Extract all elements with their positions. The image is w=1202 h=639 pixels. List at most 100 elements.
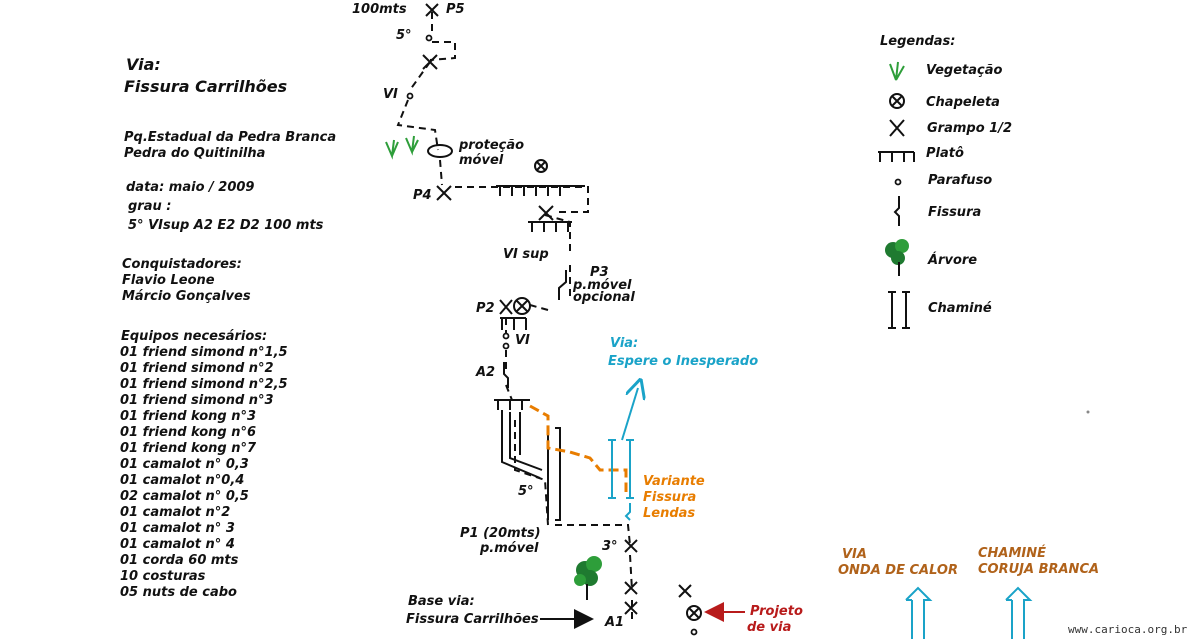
cyan-chimney <box>608 439 616 499</box>
variant-label: Variante <box>643 474 705 489</box>
staple-icon <box>436 185 452 201</box>
ledge-icon <box>878 151 915 162</box>
other-via-label: Via: <box>610 336 639 351</box>
movable-protection-icon <box>427 144 453 158</box>
grade-label-5b: 5° <box>518 484 534 499</box>
tree-icon <box>885 239 909 276</box>
via-label: Via: <box>126 55 161 74</box>
belay-p2-label: P2 <box>476 301 495 316</box>
equipment-item: 02 camalot n° 0,5 <box>120 489 249 504</box>
belay-p1-label: P1 (20mts) <box>460 526 541 541</box>
base-label: Fissura Carrilhões <box>406 612 539 627</box>
route-line <box>629 554 633 591</box>
staple-icon <box>425 3 439 17</box>
bolt-hanger-icon <box>534 159 548 173</box>
equipment-item: 05 nuts de cabo <box>120 585 237 600</box>
grade-label-3: 3° <box>602 539 618 554</box>
belay-p5-label: P5 <box>446 2 465 17</box>
route-line <box>429 41 456 61</box>
chimney-wall <box>501 410 541 479</box>
cyan-chimney <box>626 439 634 499</box>
route-line <box>455 186 589 213</box>
staple-icon <box>538 205 554 221</box>
aid-a1-label: A1 <box>605 615 625 630</box>
equipment-item: 01 friend kong n°3 <box>120 409 257 424</box>
coruja-arrow-icon <box>1005 586 1033 639</box>
cyan-crack <box>624 503 631 521</box>
via-coruja-label: CORUJA BRANCA <box>978 562 1100 577</box>
vegetation-icon <box>385 139 399 160</box>
grade-label: grau : <box>128 199 172 214</box>
protection-label: proteção <box>459 138 525 153</box>
staple-icon <box>624 601 638 615</box>
conquerors-label: Conquistadores: <box>122 257 242 272</box>
staple-icon <box>624 539 638 553</box>
chimney-icon <box>888 291 910 329</box>
project-label: de via <box>747 620 792 635</box>
vegetation-icon <box>405 135 419 156</box>
p3-note: opcional <box>573 290 635 305</box>
belay-p3-label: P3 <box>590 265 609 280</box>
equipment-item: 01 friend simond n°2 <box>120 361 274 376</box>
grade: 5° VIsup A2 E2 D2 100 mts <box>128 218 324 233</box>
legend-label-crack: Fissura <box>928 205 982 220</box>
grade-label-visup: VI sup <box>503 247 549 262</box>
legend-icons <box>878 61 915 329</box>
conqueror-name: Márcio Gonçalves <box>122 289 251 304</box>
route-length-label: 100mts <box>352 2 407 17</box>
bolt-hanger-icon <box>686 605 702 621</box>
route-line <box>514 420 549 526</box>
screw-icon <box>425 34 433 42</box>
legend-label-ledge: Platô <box>926 146 964 161</box>
base-label: Base via: <box>408 594 475 609</box>
staple-icon <box>624 581 638 595</box>
legend-label-bolt: Chapeleta <box>926 95 1000 110</box>
crack-icon <box>893 196 900 226</box>
aid-a2-label: A2 <box>476 365 496 380</box>
staple-icon <box>889 119 905 137</box>
equipment-item: 01 camalot n° 4 <box>120 537 235 552</box>
staple-icon <box>499 299 513 315</box>
belay-p1-label: p.móvel <box>480 541 539 556</box>
legend-label-chimney: Chaminé <box>928 301 992 316</box>
legend-title: Legendas: <box>880 34 956 49</box>
tree-icon <box>574 556 602 600</box>
other-via-label: Espere o Inesperado <box>608 354 759 369</box>
screw-icon <box>502 332 510 340</box>
variant-label: Lendas <box>643 506 696 521</box>
screw-icon <box>502 342 510 350</box>
via-onda-label: ONDA DE CALOR <box>838 563 958 578</box>
belay-p4-label: P4 <box>413 188 432 203</box>
vegetation-icon <box>889 61 905 81</box>
staple-icon <box>678 584 692 598</box>
protection-label: móvel <box>459 153 504 168</box>
crack-icon <box>503 362 509 388</box>
equipment-item: 01 camalot n° 3 <box>120 521 235 536</box>
variant-label: Fissura <box>643 490 697 505</box>
website-footer: www.carioca.org.br <box>1068 623 1188 636</box>
chimney-wall <box>509 412 543 471</box>
route-line <box>529 304 549 311</box>
ledge <box>528 221 572 232</box>
chimney-wall <box>555 427 561 521</box>
ledge <box>496 185 585 196</box>
equipment-item: 10 costuras <box>120 569 206 584</box>
via-onda-label: VIA <box>842 547 867 562</box>
equipment-item: 01 corda 60 mts <box>120 553 239 568</box>
grade-label-vi-b: VI <box>515 333 530 348</box>
ledge <box>500 317 527 330</box>
bolt-hanger-icon <box>889 93 905 109</box>
grade-label-5a: 5° <box>396 28 412 43</box>
park-name: Pq.Estadual da Pedra Branca <box>124 130 337 145</box>
crack-icon <box>558 270 567 300</box>
equipment-item: 01 friend kong n°7 <box>120 441 257 456</box>
cyan-arrow <box>621 388 638 441</box>
legend-label-staple: Grampo 1/2 <box>927 121 1013 136</box>
equipment-item: 01 friend simond n°2,5 <box>120 377 288 392</box>
onda-arrow-icon <box>905 586 933 639</box>
equipment-item: 01 friend simond n°1,5 <box>120 345 288 360</box>
rock-name: Pedra do Quitinilha <box>124 146 266 161</box>
date: data: maio / 2009 <box>126 180 255 195</box>
grade-label-vi-a: VI <box>383 87 398 102</box>
